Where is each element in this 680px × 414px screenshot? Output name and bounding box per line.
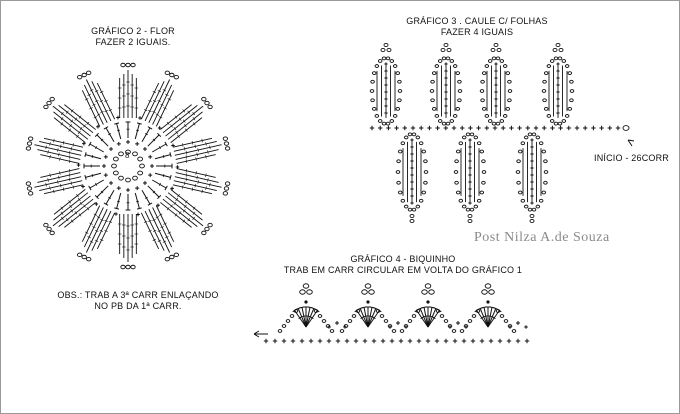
stem-chart-title-line1: GRÁFICO 3 . CAULE C/ FOLHAS — [406, 16, 548, 26]
edging-chart-title-line2: TRAB EM CARR CIRCULAR EM VOLTA DO GRÁFIC… — [283, 265, 523, 275]
flower-chart-drawing — [25, 62, 231, 270]
edging-chart-drawing — [253, 283, 530, 344]
stem-chart-title-line2: FAZER 4 IGUAIS — [440, 27, 514, 37]
flower-chart-title-line2: FAZER 2 IGUAIS. — [95, 37, 171, 47]
flower-chart-note-line1: OBS.: TRAB A 3ª CARR ENLAÇANDO — [57, 290, 219, 300]
author-credit: Post Nilza A.de Souza — [474, 230, 610, 245]
stem-chart-title: GRÁFICO 3 . CAULE C/ FOLHAS FAZER 4 IGUA… — [392, 16, 562, 38]
flower-chart-note: OBS.: TRAB A 3ª CARR ENLAÇANDO NO PB DA … — [38, 290, 238, 312]
flower-chart-note-line2: NO PB DA 1ª CARR. — [94, 301, 182, 311]
edging-chart-title: GRÁFICO 4 - BIQUINHO TRAB EM CARR CIRCUL… — [268, 254, 538, 276]
stem-start-label: INÍCIO - 26CORR — [594, 153, 670, 163]
flower-chart-title: GRÁFICO 2 - FLOR FAZER 2 IGUAIS. — [78, 26, 188, 48]
flower-chart-title-line1: GRÁFICO 2 - FLOR — [91, 26, 175, 36]
flower-center-number: 8 — [125, 151, 130, 160]
edging-chart-title-line1: GRÁFICO 4 - BIQUINHO — [350, 254, 456, 264]
stem-leaves-chart-drawing — [369, 42, 635, 224]
